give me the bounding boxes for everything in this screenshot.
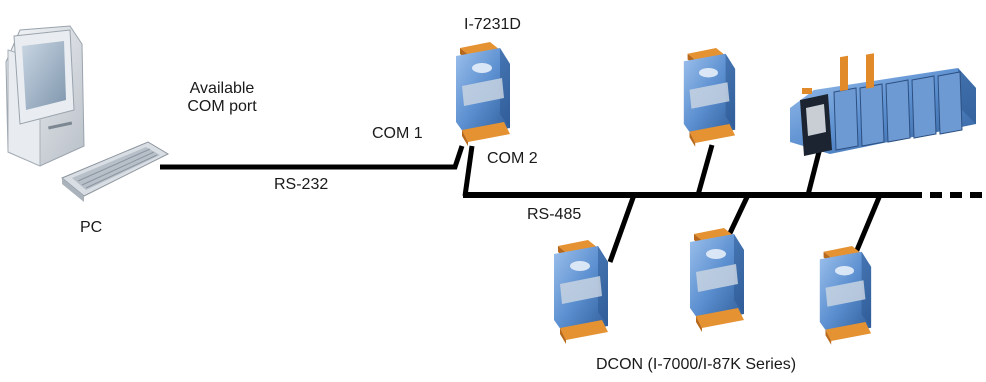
- cables: [160, 139, 986, 263]
- pc-label: PC: [80, 219, 103, 236]
- device-label-i7231d: I-7231D: [464, 16, 521, 33]
- module-icon: [683, 48, 736, 147]
- com2-label: COM 2: [487, 150, 538, 167]
- module-icon: [554, 240, 608, 344]
- com2-cable: [462, 145, 475, 197]
- rs232-label: RS-232: [274, 176, 329, 193]
- drop-down-1: [607, 194, 637, 263]
- com-port-label: COM port: [187, 98, 257, 116]
- module-icon: [819, 246, 872, 345]
- module-icon: [690, 228, 744, 332]
- rack-icon: [790, 53, 976, 156]
- available-com-port-label: Available COM port: [158, 80, 286, 117]
- keyboard-icon: [61, 141, 170, 202]
- module-icon: [456, 42, 510, 146]
- pc-icon: [5, 25, 85, 167]
- drop-up-1: [695, 144, 715, 196]
- rs485-label: RS-485: [527, 206, 582, 223]
- series-label: DCON (I-7000/I-87K Series): [596, 356, 797, 373]
- rs232-cable: [160, 145, 465, 170]
- com1-label: COM 1: [372, 125, 423, 142]
- available-label: Available: [189, 80, 255, 97]
